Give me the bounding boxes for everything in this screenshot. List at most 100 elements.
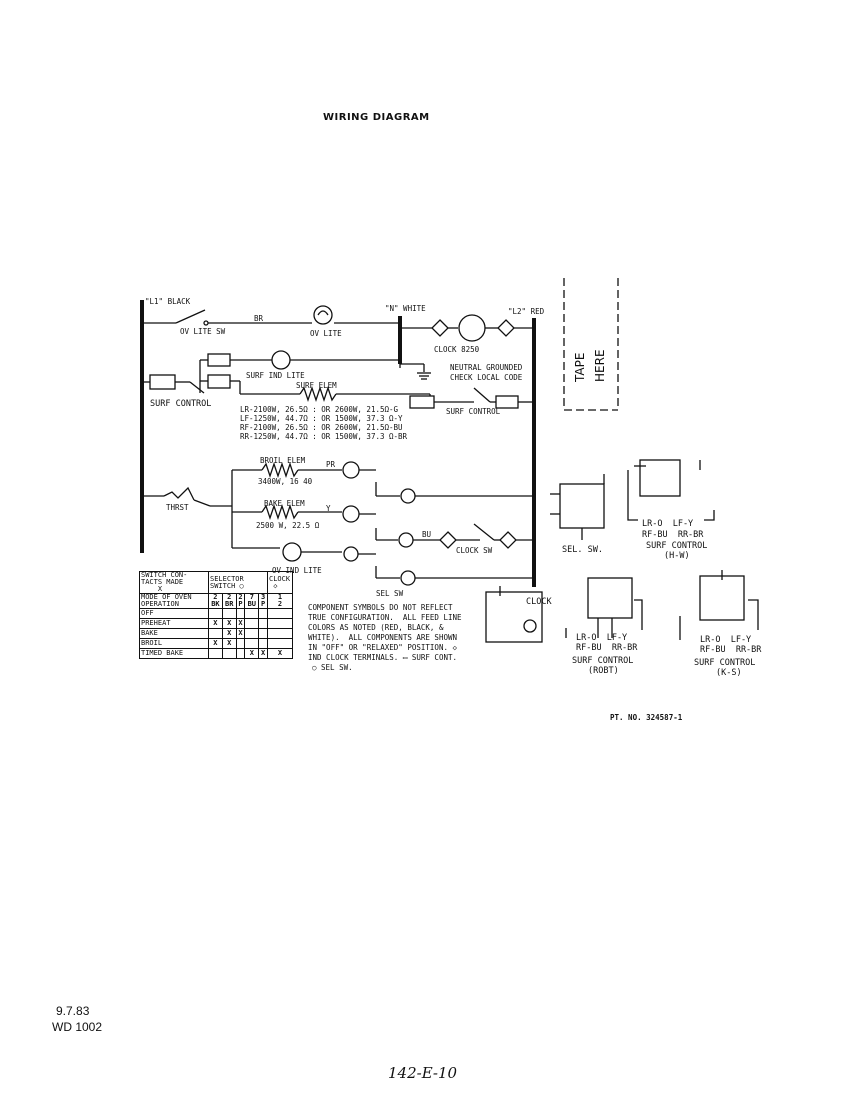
surf-control-left-label: SURF CONTROL (150, 399, 212, 409)
p-indicator (343, 546, 359, 562)
table-cell (267, 628, 293, 639)
selector-header-line-2: SWITCH (210, 581, 236, 590)
sel-sw-detail (559, 483, 605, 529)
table-cell (221, 648, 237, 659)
row-label-preheat: PREHEAT (139, 618, 209, 629)
clock-detail (485, 591, 543, 643)
table-cell (258, 608, 268, 619)
table-cell (244, 618, 260, 629)
table-cell (208, 608, 223, 619)
clock-motor (458, 314, 486, 342)
table-cell (258, 628, 268, 639)
rating-line-3: RF-2100W, 26.5Ω : OR 2600W, 21.5Ω-BU (240, 423, 403, 432)
sel-sw-detail-label: SEL. SW. (562, 545, 603, 555)
table-cell (221, 608, 237, 619)
ks-line-4: (K-S) (716, 668, 742, 678)
neutral-line1: NEUTRAL GROUNDED (450, 363, 523, 372)
row-label-timed-bake: TIMED BAKE (139, 648, 209, 659)
hw-line-3: SURF CONTROL (646, 541, 708, 551)
l1-terminal (149, 374, 176, 390)
clock-terminal-1 (497, 319, 515, 337)
thrst-label: THRST (166, 503, 189, 512)
bu-label: BU (422, 530, 432, 539)
hw-line-1: LR-O LF-Y (642, 519, 694, 529)
robt-line-1: LR-O LF-Y (576, 633, 628, 643)
note-line-6: IND CLOCK TERMINALS. ▭ SURF CONT. (308, 653, 458, 662)
table-cell: X (244, 648, 260, 659)
ov-ind-lite-label: OV IND LITE (272, 566, 322, 575)
surf-ind-lite (271, 350, 291, 370)
ov-lite-sw-label: OV LITE SW (180, 327, 226, 336)
surf-ind-lite-label: SURF IND LITE (246, 371, 305, 380)
table-cell (235, 638, 246, 649)
clock-8250-label: CLOCK 8250 (434, 345, 480, 354)
table-header-clock: CLOCK ◇ (267, 571, 293, 594)
table-cell (208, 628, 223, 639)
surf-control-right-label: SURF CONTROL (446, 407, 501, 416)
note-line-5: IN "OFF" OR "RELAXED" POSITION. ◇ (308, 643, 458, 652)
n-label: "N" WHITE (385, 304, 426, 313)
ks-line-2: RF-BU RR-BR (700, 645, 762, 655)
tape-here-line-1: TAPE (573, 352, 587, 382)
broil-rating-label: 3400W, 16 40 (258, 477, 313, 486)
table-cell (267, 638, 293, 649)
note-line-3: COLORS AS NOTED (RED, BLACK, & (308, 623, 444, 632)
pr-label: PR (326, 460, 336, 469)
table-cell: X (258, 648, 268, 659)
broil-indicator (342, 461, 360, 479)
part-number: PT. NO. 324587-1 (610, 713, 683, 722)
terminal-7 (398, 532, 414, 548)
table-cell: X (221, 638, 237, 649)
selector-header-line-1: SELECTOR (210, 574, 244, 583)
neutral-line2: CHECK LOCAL CODE (450, 373, 523, 382)
terminal-l2 (400, 570, 416, 586)
l2-label: "L2" RED (508, 307, 545, 316)
clock-sw-label: CLOCK SW (456, 546, 493, 555)
clock-label: CLOCK (526, 597, 552, 607)
footer-date: 9.7.83 (56, 1004, 90, 1018)
table-row: OFF (139, 608, 293, 619)
clock-terminal-4 (431, 319, 449, 337)
table-cell: X (235, 628, 246, 639)
table-cell: X (267, 648, 293, 659)
note-line-4: WHITE). ALL COMPONENTS ARE SHOWN (308, 633, 458, 642)
table-cell (208, 648, 223, 659)
table-cell (244, 638, 260, 649)
table-cell (258, 618, 268, 629)
note-line-1: COMPONENT SYMBOLS DO NOT REFLECT (308, 603, 453, 612)
rating-line-2: LF-1250W, 44.7Ω : OR 1500W, 37.3 Ω-Y (240, 414, 403, 423)
table-cell (267, 618, 293, 629)
table-cell: X (221, 618, 237, 629)
surf-elem-label: SURF ELEM (296, 381, 337, 390)
y-label: Y (326, 504, 331, 513)
clock-header-label: CLOCK (269, 574, 291, 583)
table-cell: X (208, 638, 223, 649)
table-cell: X (235, 618, 246, 629)
broil-elem-label: BROIL ELEM (260, 456, 306, 465)
tape-here-line-2: HERE (593, 349, 607, 382)
table-cell: X (208, 618, 223, 629)
row-label-broil: BROIL (139, 638, 209, 649)
bake-indicator (342, 505, 360, 523)
table-header-line-3: X (157, 585, 163, 593)
bake-elem-label: BAKE ELEM (264, 499, 305, 508)
rating-line-4: RR-1250W, 44.7Ω : OR 1500W, 37.3 Ω-BR (240, 432, 408, 441)
table-cell (267, 608, 293, 619)
bake-rating-label: 2500 W, 22.5 Ω (256, 521, 320, 530)
br-label: BR (254, 314, 264, 323)
handwritten-code: 142-E-10 (388, 1064, 458, 1082)
h2-terminal (409, 395, 435, 409)
ks-line-1: LR-O LF-Y (700, 635, 752, 645)
robt-line-2: RF-BU RR-BR (576, 643, 638, 653)
broil-elem-resistor (261, 461, 299, 479)
